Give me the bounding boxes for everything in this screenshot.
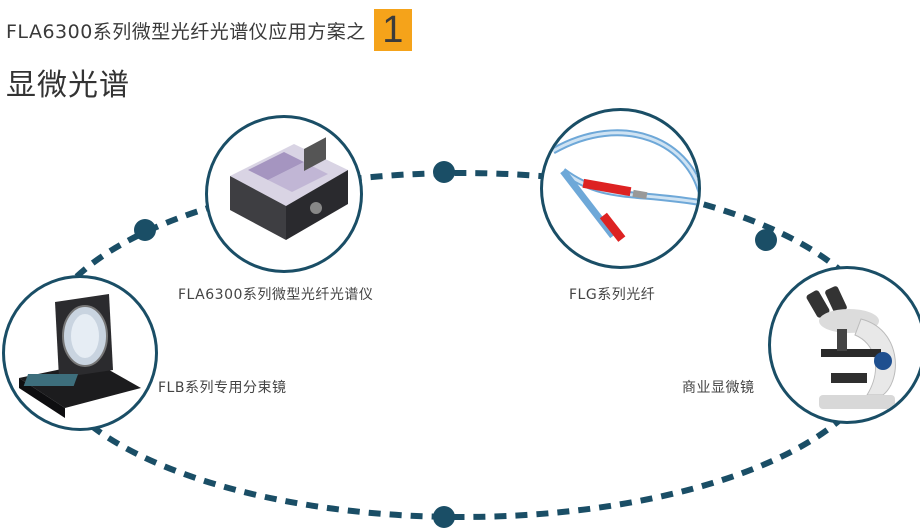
page-title: FLA6300系列微型光纤光谱仪应用方案之 <box>6 20 366 43</box>
spectrometer-image <box>230 137 348 240</box>
page-subtitle: 显微光谱 <box>6 68 130 103</box>
fiber-node <box>540 108 701 269</box>
scheme-number-badge: 1 <box>373 9 412 51</box>
ring-dot-left <box>134 219 156 241</box>
ring-dot-top <box>433 161 455 183</box>
beam-splitter-label: FLB系列专用分束镜 <box>158 380 287 396</box>
beam-splitter-node <box>2 275 158 431</box>
fiber-label: FLG系列光纤 <box>569 287 656 303</box>
ring-dot-bottom <box>433 506 455 528</box>
header-title-row: FLA6300系列微型光纤光谱仪应用方案之 1 <box>6 8 412 52</box>
beam-splitter-image <box>19 294 141 418</box>
spectrometer-node <box>205 115 363 273</box>
spectrometer-label: FLA6300系列微型光纤光谱仪 <box>178 287 374 303</box>
optical-fiber-image <box>551 129 698 242</box>
dashed-ellipse <box>39 170 885 520</box>
ring-dot-right <box>755 229 777 251</box>
microscope-label: 商业显微镜 <box>682 380 755 396</box>
microscope-image <box>806 286 896 409</box>
microscope-node <box>768 266 920 424</box>
